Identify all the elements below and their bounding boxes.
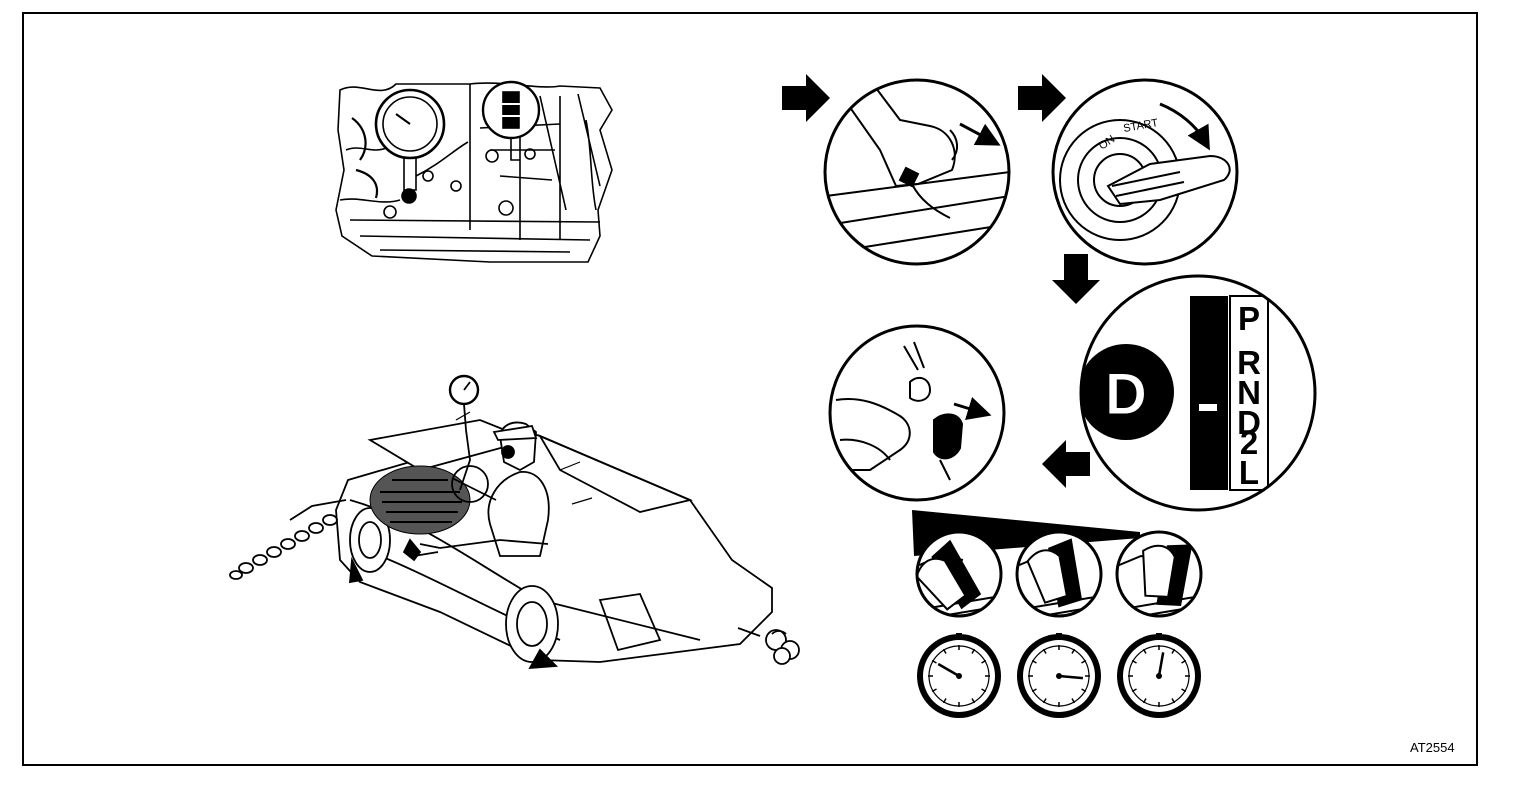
- step-shift-to-drive: D P R N D 2 L: [1079, 274, 1317, 512]
- figure-frame: [22, 12, 1478, 766]
- arrow-right-icon: [782, 74, 830, 122]
- stall-test-car-illustration: [229, 374, 800, 670]
- gear-n: N: [1237, 374, 1261, 411]
- gear-d: D: [1237, 404, 1261, 441]
- wheel-chock-chain: [229, 514, 338, 580]
- gear-l: L: [1239, 454, 1259, 491]
- accelerator-pedal-icon: [1026, 538, 1083, 608]
- gauge-needle: [1157, 652, 1165, 677]
- gauge-panel-1: [915, 530, 1003, 718]
- gauge-panel-3: [1115, 530, 1203, 718]
- gear-2: 2: [1240, 424, 1258, 461]
- accelerator-pedal-icon: [1142, 544, 1193, 606]
- gear-positions: P R N D 2 L: [1237, 300, 1261, 491]
- exhaust-smoke: [737, 627, 800, 665]
- step-parking-brake: [823, 78, 1011, 266]
- arrow-right-icon: [1018, 74, 1066, 122]
- shift-gate-slot: [1190, 296, 1228, 490]
- gauge-panel-2: [1015, 530, 1103, 718]
- shift-indicator: [1199, 404, 1217, 411]
- figure-code: AT2554: [1410, 740, 1455, 755]
- accelerator-gauge-panels: [915, 530, 1203, 718]
- arrow-down-icon: [1052, 254, 1100, 304]
- gear-r: R: [1237, 344, 1261, 381]
- step-ignition-start: ON START: [1051, 78, 1239, 266]
- transmission-with-pressure-gauge: [335, 80, 613, 263]
- gauge-needle: [937, 662, 960, 678]
- gear-p: P: [1238, 300, 1260, 337]
- engine-compartment: [369, 465, 471, 535]
- selected-gear-label: D: [1105, 362, 1147, 427]
- driver-figure: [402, 421, 550, 562]
- arrow-left-icon: [1042, 440, 1090, 488]
- procedure-arrows: [782, 74, 1100, 488]
- accelerator-pedal-icon: [917, 539, 982, 611]
- step-press-brake-pedal: [828, 324, 1006, 502]
- gauge-needle: [1058, 674, 1084, 680]
